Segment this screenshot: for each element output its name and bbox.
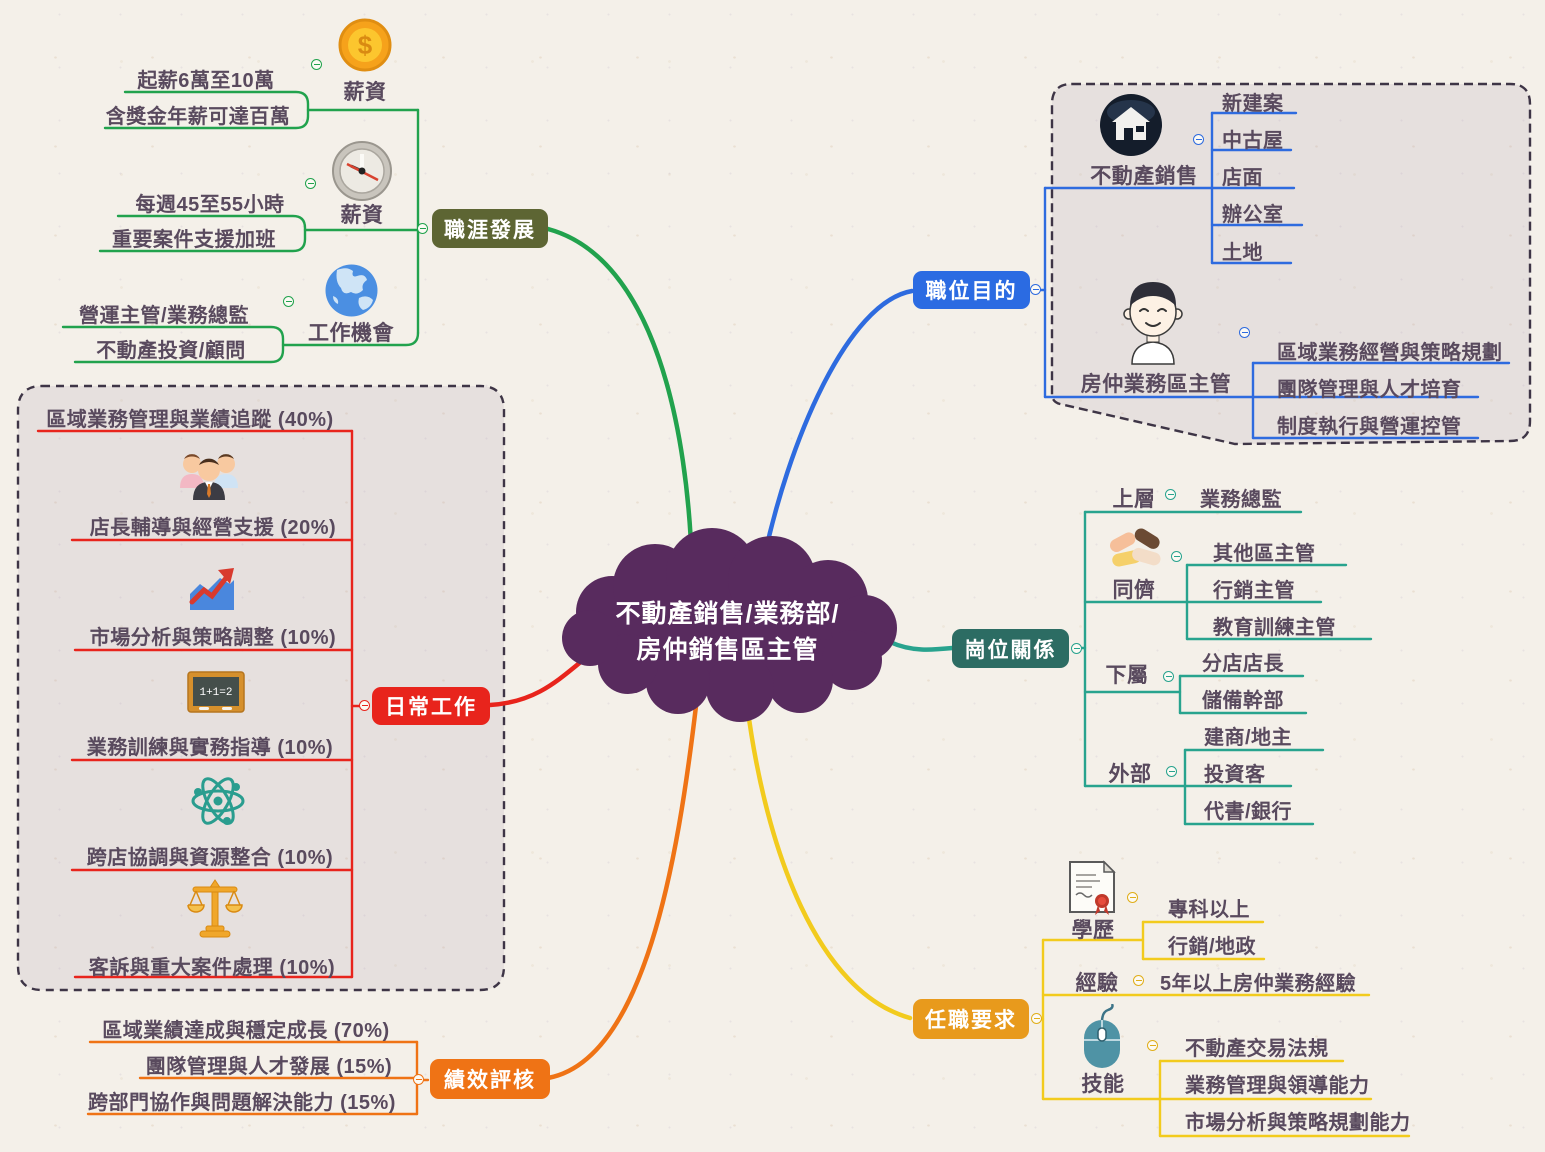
- collapse-button[interactable]: [413, 1074, 424, 1085]
- topic[interactable]: 區域業務管理與業績追蹤 (40%): [46, 409, 334, 431]
- branch-node-performance[interactable]: 績效評核: [430, 1059, 550, 1099]
- topic[interactable]: 不動產投資/顧問: [96, 340, 246, 362]
- central-topic[interactable]: 不動產銷售/業務部/ 房仲銷售區主管: [585, 596, 870, 669]
- collapse-button[interactable]: [1133, 975, 1144, 986]
- topic[interactable]: 制度執行與營運控管: [1277, 416, 1462, 438]
- collapse-button[interactable]: [1031, 1013, 1042, 1024]
- topic[interactable]: 其他區主管: [1213, 543, 1316, 565]
- team-icon: [176, 448, 242, 506]
- house-icon: [1098, 92, 1164, 158]
- topic[interactable]: 每週45至55小時: [135, 194, 285, 216]
- topic[interactable]: 含獎金年薪可達百萬: [105, 106, 291, 128]
- topic[interactable]: 行銷主管: [1213, 580, 1295, 602]
- topic[interactable]: 市場分析與策略規劃能力: [1185, 1112, 1411, 1134]
- subtopic-label[interactable]: 學歷: [1071, 919, 1115, 942]
- topic[interactable]: 市場分析與策略調整 (10%): [89, 627, 337, 649]
- subtopic-label[interactable]: 薪資: [343, 81, 387, 104]
- collapse-button[interactable]: [359, 700, 370, 711]
- branch-node-relations[interactable]: 崗位關係: [952, 629, 1069, 668]
- handshake-icon: [1105, 524, 1165, 578]
- collapse-button[interactable]: [1030, 284, 1041, 295]
- topic[interactable]: 教育訓練主管: [1213, 617, 1336, 639]
- topic[interactable]: 業務管理與領導能力: [1185, 1075, 1370, 1097]
- subtopic-label[interactable]: 技能: [1081, 1073, 1125, 1096]
- topic[interactable]: 重要案件支援加班: [112, 229, 276, 251]
- subtopic-label[interactable]: 同儕: [1112, 579, 1156, 602]
- blackboard-icon: 1+1=2: [186, 670, 246, 718]
- collapse-button[interactable]: [283, 296, 294, 307]
- daily-work-boundary: [16, 384, 506, 992]
- branch-node-career[interactable]: 職涯發展: [432, 209, 548, 248]
- topic[interactable]: 中古屋: [1222, 130, 1284, 152]
- topic[interactable]: 業務訓練與實務指導 (10%): [86, 737, 334, 759]
- topic[interactable]: 團隊管理與人才培育: [1277, 379, 1462, 401]
- manager-avatar-icon: [1108, 270, 1198, 366]
- topic[interactable]: 不動產交易法規: [1185, 1038, 1329, 1060]
- subtopic-label[interactable]: 下屬: [1105, 664, 1149, 687]
- topic[interactable]: 土地: [1222, 242, 1263, 264]
- collapse-button[interactable]: [1163, 671, 1174, 682]
- certificate-icon: [1066, 858, 1118, 916]
- topic[interactable]: 投資客: [1204, 764, 1266, 786]
- branch-node-purpose[interactable]: 職位目的: [913, 271, 1030, 309]
- subtopic-label[interactable]: 工作機會: [308, 322, 394, 345]
- topic[interactable]: 客訴與重大案件處理 (10%): [88, 957, 336, 979]
- svg-text:1+1=2: 1+1=2: [199, 687, 232, 699]
- central-topic-cloud: [562, 528, 897, 722]
- subtopic-label[interactable]: 經驗: [1075, 972, 1119, 995]
- collapse-button[interactable]: [1165, 489, 1176, 500]
- central-topic-line2: 房仲銷售區主管: [636, 636, 819, 665]
- atom-icon: [189, 768, 247, 834]
- subtopic-label[interactable]: 薪資: [340, 204, 384, 227]
- subtopic-label[interactable]: 上層: [1112, 488, 1156, 511]
- coin-icon: $: [338, 18, 392, 72]
- topic[interactable]: 營運主管/業務總監: [78, 305, 250, 327]
- growth-chart-icon: [184, 560, 241, 616]
- collapse-button[interactable]: [311, 59, 322, 70]
- collapse-button[interactable]: [305, 178, 316, 189]
- collapse-button[interactable]: [1127, 892, 1138, 903]
- subtopic-label[interactable]: 不動產銷售: [1090, 165, 1198, 188]
- globe-icon: [323, 262, 380, 319]
- topic[interactable]: 新建案: [1222, 93, 1284, 115]
- branch-node-daily[interactable]: 日常工作: [372, 687, 490, 725]
- subtopic-label[interactable]: 房仲業務區主管: [1080, 373, 1232, 396]
- topic[interactable]: 店長輔導與經營支援 (20%): [89, 517, 337, 539]
- subtopic-label[interactable]: 外部: [1108, 763, 1152, 786]
- scales-icon: [187, 878, 243, 942]
- topic[interactable]: 跨部門協作與問題解決能力 (15%): [88, 1092, 396, 1114]
- topic[interactable]: 跨店協調與資源整合 (10%): [86, 847, 334, 869]
- collapse-button[interactable]: [1147, 1040, 1158, 1051]
- topic[interactable]: 區域業務經營與策略規劃: [1277, 342, 1503, 364]
- collapse-button[interactable]: [1239, 327, 1250, 338]
- topic[interactable]: 建商/地主: [1204, 727, 1293, 749]
- topic[interactable]: 分店店長: [1202, 653, 1284, 675]
- svg-text:$: $: [358, 30, 373, 60]
- topic[interactable]: 代書/銀行: [1204, 801, 1293, 823]
- branch-node-requirements[interactable]: 任職要求: [913, 999, 1029, 1039]
- topic[interactable]: 起薪6萬至10萬: [137, 70, 275, 92]
- topic[interactable]: 店面: [1222, 167, 1263, 189]
- topic[interactable]: 儲備幹部: [1202, 690, 1284, 712]
- collapse-button[interactable]: [1071, 643, 1082, 654]
- collapse-button[interactable]: [1166, 766, 1177, 777]
- topic[interactable]: 專科以上: [1168, 899, 1250, 921]
- central-topic-line1: 不動產銷售/業務部/: [615, 600, 840, 628]
- mouse-icon: [1074, 1004, 1130, 1070]
- topic[interactable]: 行銷/地政: [1168, 936, 1257, 958]
- topic[interactable]: 辦公室: [1222, 204, 1284, 226]
- collapse-button[interactable]: [1171, 551, 1182, 562]
- topic[interactable]: 5年以上房仲業務經驗: [1160, 973, 1357, 995]
- topic[interactable]: 團隊管理與人才發展 (15%): [145, 1056, 393, 1078]
- collapse-button[interactable]: [1193, 134, 1204, 145]
- topic[interactable]: 業務總監: [1200, 489, 1282, 511]
- topic[interactable]: 區域業績達成與穩定成長 (70%): [102, 1020, 390, 1042]
- clock-icon: [331, 140, 393, 202]
- collapse-button[interactable]: [417, 223, 428, 234]
